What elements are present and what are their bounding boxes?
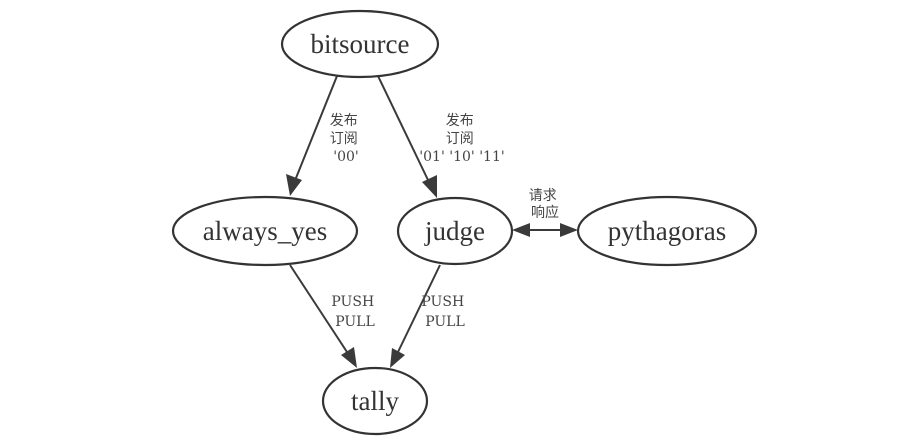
edge-bitsource-always-yes: 发布 订阅 '00' [286, 75, 362, 196]
arrowhead-icon [560, 223, 578, 237]
edge-line [289, 264, 348, 353]
edge-label: PUSH PULL [331, 294, 378, 330]
node-ellipse [576, 195, 758, 267]
node-label: pythagoras [608, 216, 726, 246]
edge-label: 请求 响应 [529, 188, 561, 221]
edge-judge-tally: PUSH PULL [390, 264, 468, 368]
edge-line [295, 75, 338, 179]
node-label: bitsource [311, 29, 410, 59]
node-label: tally [351, 386, 399, 416]
arrowhead-icon [390, 348, 405, 368]
node-judge: judge [396, 196, 514, 266]
edge-label: 发布 订阅 '01' '10' '11' [419, 113, 504, 165]
node-always-yes: always_yes [171, 195, 359, 267]
edge-line [397, 264, 441, 353]
arrowhead-icon [422, 175, 437, 198]
edge-label: PUSH PULL [421, 294, 468, 330]
edge-judge-pythagoras: 请求 响应 [512, 188, 578, 237]
arrowhead-icon [286, 174, 302, 196]
node-ellipse [280, 9, 440, 79]
arrowhead-icon [341, 347, 357, 368]
edge-label: 发布 订阅 '00' [330, 113, 362, 165]
edge-always-yes-tally: PUSH PULL [289, 264, 378, 368]
node-label: always_yes [203, 216, 327, 246]
node-tally: tally [321, 366, 429, 436]
edge-bitsource-judge: 发布 订阅 '01' '10' '11' [377, 75, 505, 198]
node-pythagoras: pythagoras [576, 195, 758, 267]
node-ellipse [171, 195, 359, 267]
node-label: judge [424, 216, 485, 246]
node-ellipse [321, 366, 429, 436]
node-ellipse [396, 196, 514, 266]
node-bitsource: bitsource [280, 9, 440, 79]
arrowhead-icon [512, 223, 530, 237]
edge-line [377, 75, 429, 181]
